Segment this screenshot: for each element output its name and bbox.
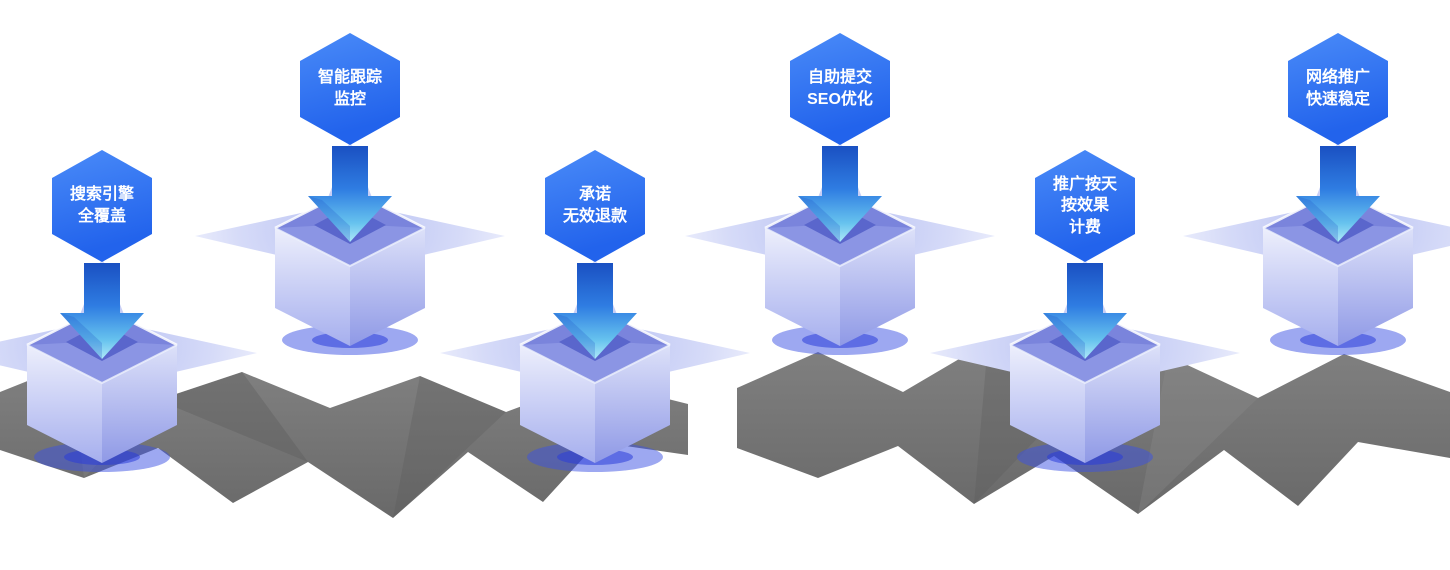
feature-label-line: 快速稳定	[1305, 91, 1370, 108]
feature-graphic-4	[683, 138, 997, 357]
feature-graphic-2	[193, 138, 507, 357]
feature-label-line: 计费	[1068, 218, 1101, 236]
feature-badge-refund-promise: 承诺 无效退款	[545, 150, 645, 262]
feature-label-line: 推广按天	[1052, 175, 1117, 193]
feature-label-line: 搜索引擎	[69, 186, 134, 204]
feature-badge-seo-submit: 自助提交 SEO优化	[790, 33, 890, 145]
feature-label-line: 监控	[333, 91, 366, 108]
feature-label-line: 全覆盖	[77, 208, 126, 225]
feature-label-line: 承诺	[578, 186, 611, 204]
feature-label-line: 网络推广	[1305, 69, 1370, 87]
feature-graphic-6	[1181, 138, 1450, 357]
feature-label-line: 无效退款	[562, 208, 627, 225]
feature-label-line: 自助提交	[807, 69, 872, 87]
feature-label-line: 按效果	[1060, 197, 1109, 215]
feature-badge-search-coverage: 搜索引擎 全覆盖	[52, 150, 152, 262]
feature-label-line: 智能跟踪	[317, 69, 382, 87]
feature-label-line: SEO优化	[807, 91, 873, 108]
